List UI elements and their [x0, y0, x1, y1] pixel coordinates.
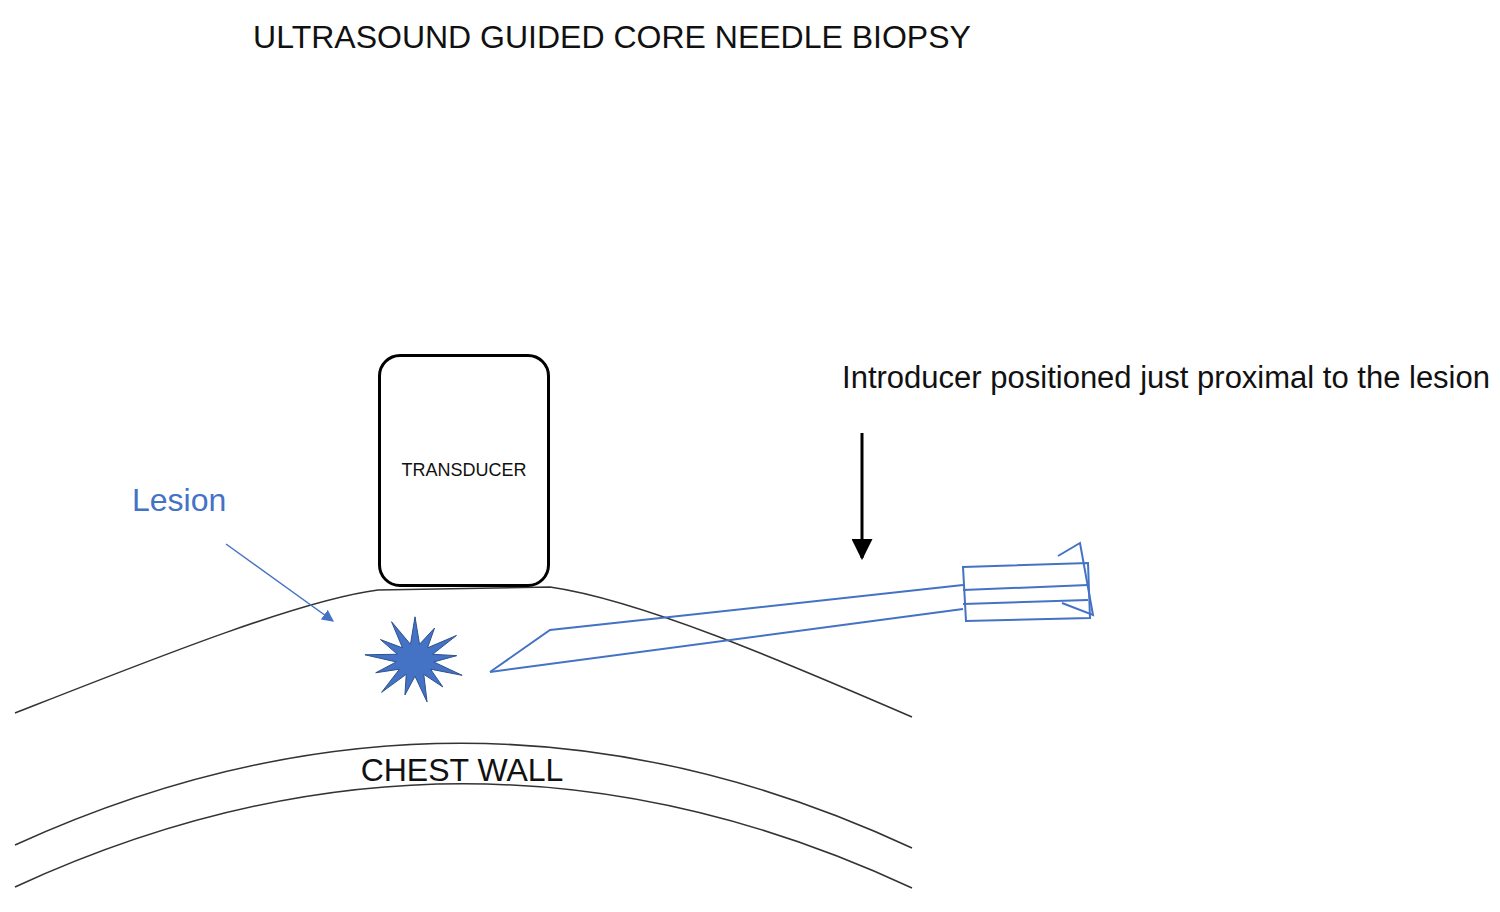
introducer-pointer	[861, 433, 864, 558]
node-label: TRANSDUCER	[401, 460, 526, 481]
chest-wall-upper	[15, 743, 912, 848]
transducer-box: TRANSDUCER	[378, 354, 550, 587]
chest-wall-lower	[15, 784, 912, 888]
lesion-starburst	[365, 617, 462, 702]
lesion-leader	[226, 544, 333, 621]
introducer-note: Introducer positioned just proximal to t…	[842, 361, 1490, 395]
lesion-label: Lesion	[132, 483, 226, 518]
diagram-title: ULTRASOUND GUIDED CORE NEEDLE BIOPSY	[253, 20, 971, 55]
introducer-needle	[490, 543, 1093, 672]
body-outline	[15, 587, 912, 717]
chest-wall-label: CHEST WALL	[361, 753, 564, 788]
